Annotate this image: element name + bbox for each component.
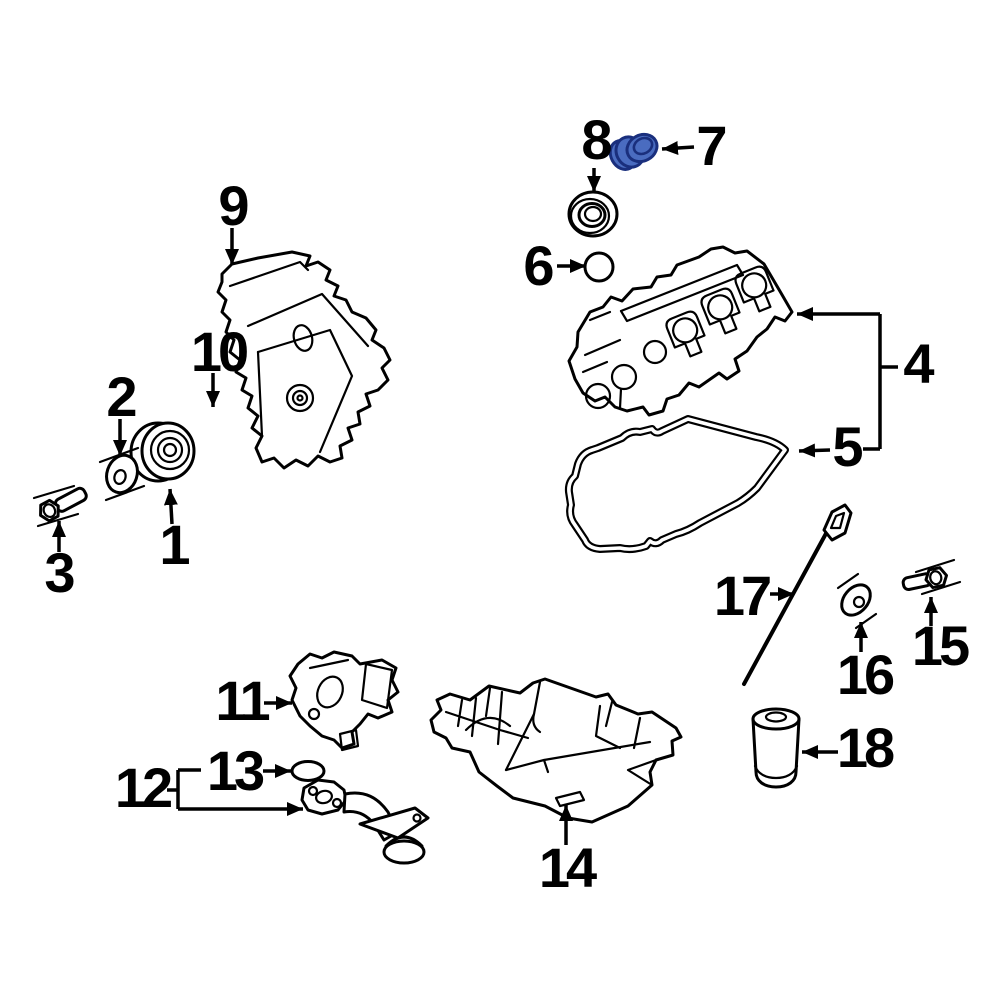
part-filler-o-ring[interactable]	[583, 251, 615, 283]
callout-label-2[interactable]: 2	[106, 365, 137, 428]
part-filler-cap-grommet[interactable]	[567, 190, 619, 238]
callout-label-18[interactable]: 18	[836, 716, 895, 779]
part-pickup-tube-o-ring[interactable]	[290, 760, 326, 782]
callout-label-5[interactable]: 5	[832, 415, 863, 478]
part-oil-filler-cap-highlighted[interactable]	[605, 129, 661, 174]
part-timing-cover[interactable]	[216, 250, 392, 470]
callout-label-9[interactable]: 9	[218, 174, 249, 237]
part-oil-pickup-tube[interactable]	[300, 778, 430, 865]
callout-label-1[interactable]: 1	[159, 513, 190, 576]
part-valve-cover-gasket[interactable]	[564, 415, 789, 554]
callout-label-4[interactable]: 4	[903, 332, 934, 395]
part-oil-filter[interactable]	[751, 707, 801, 789]
part-dipstick-tube-seal[interactable]	[836, 572, 878, 630]
arrow-7	[661, 141, 695, 155]
part-oil-dipstick[interactable]	[742, 503, 853, 686]
callout-label-7[interactable]: 7	[696, 114, 727, 177]
callout-label-16[interactable]: 16	[836, 643, 895, 706]
part-crankshaft-pulley[interactable]	[129, 421, 196, 483]
callout-label-15[interactable]: 15	[911, 614, 970, 677]
callout-label-8[interactable]: 8	[581, 108, 612, 171]
callout-label-3[interactable]: 3	[44, 541, 75, 604]
part-oil-pump[interactable]	[288, 650, 400, 752]
arrow-5	[798, 443, 831, 458]
callout-leader-lines	[52, 141, 938, 845]
callout-label-11[interactable]: 11	[215, 669, 270, 732]
callout-label-12[interactable]: 12	[114, 756, 173, 819]
part-front-crank-seal[interactable]	[98, 446, 146, 502]
arrow-1	[163, 488, 178, 525]
callout-label-6[interactable]: 6	[523, 234, 554, 297]
part-pulley-bolt[interactable]	[32, 484, 89, 528]
part-valve-cover[interactable]	[567, 245, 794, 417]
callout-label-14[interactable]: 14	[538, 836, 597, 899]
callout-label-10[interactable]: 10	[190, 320, 249, 383]
part-oil-pan[interactable]	[429, 677, 683, 824]
part-tube-bolt[interactable]	[901, 558, 962, 596]
callout-label-17[interactable]: 17	[713, 564, 772, 627]
callout-label-13[interactable]: 13	[206, 739, 265, 802]
